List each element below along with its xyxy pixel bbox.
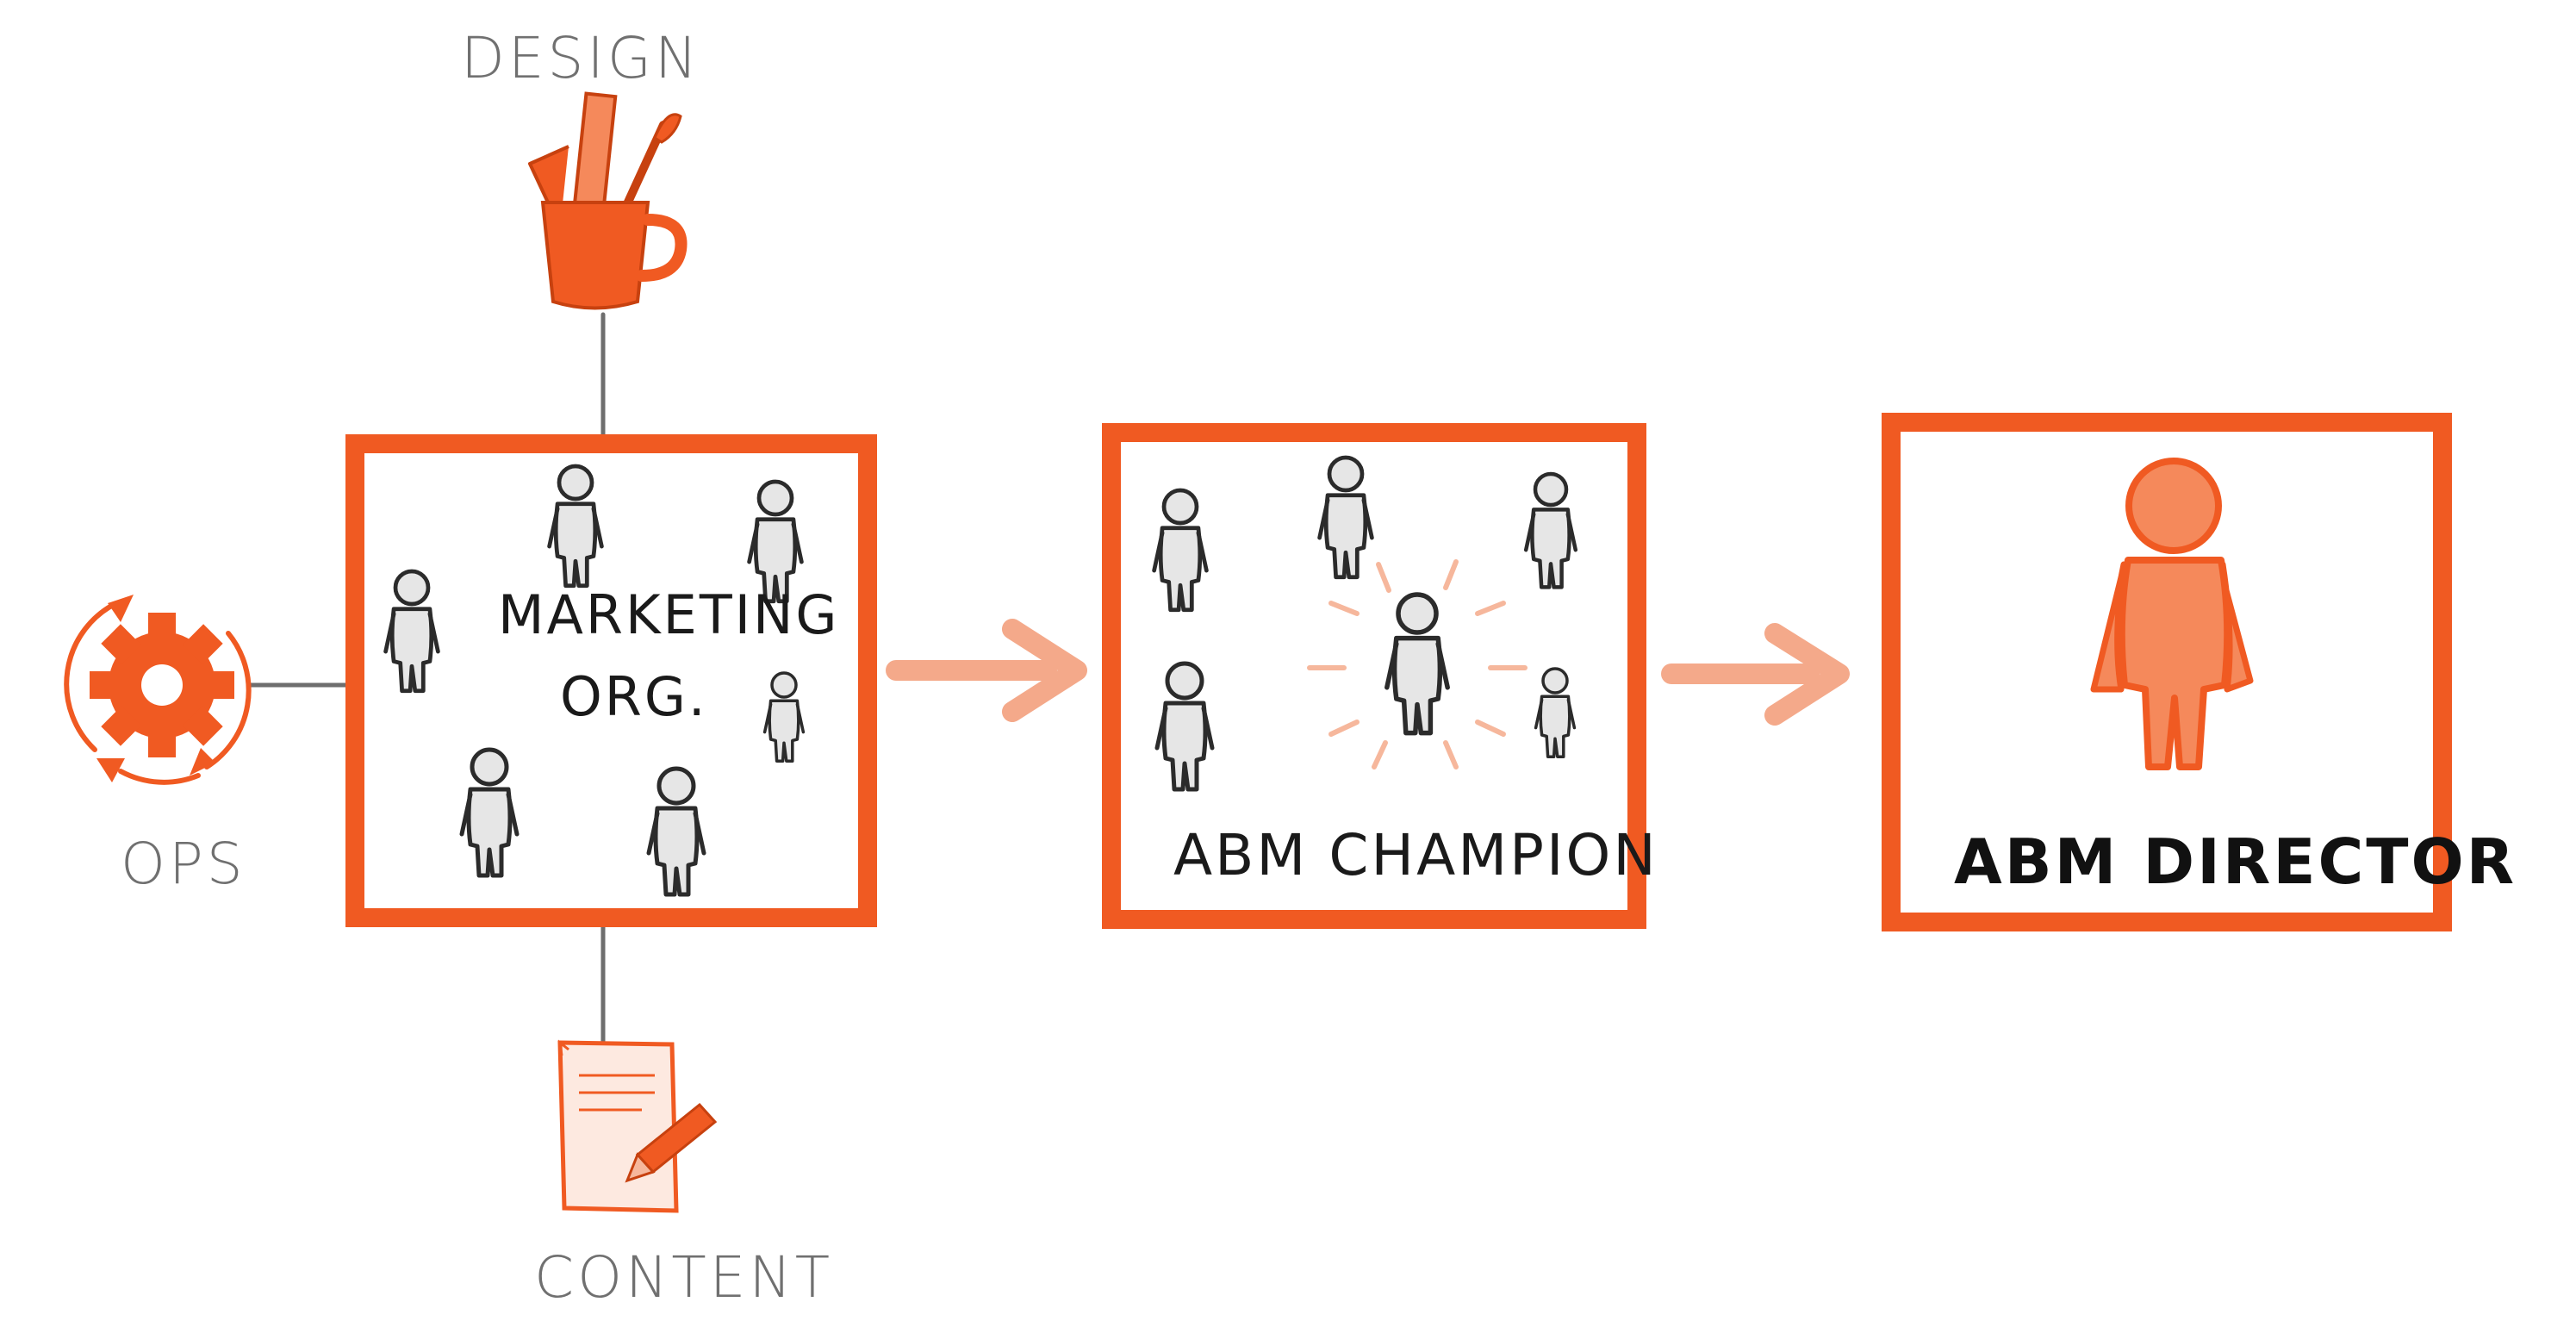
design-satellite: DESIGN: [461, 25, 700, 310]
gear-cycle-icon: [64, 595, 252, 785]
connector-lines: [247, 312, 606, 1045]
pencil-cup-icon: [528, 91, 688, 310]
marketing-org-label-line2: ORG.: [560, 665, 708, 728]
ops-satellite: OPS: [64, 595, 252, 897]
stage-abm-champion: ABM CHAMPION: [1102, 423, 1658, 929]
stage-marketing-org: MARKETING ORG.: [345, 434, 877, 927]
abm-champion-label: ABM CHAMPION: [1173, 822, 1658, 888]
abm-director-label: ABM DIRECTOR: [1954, 825, 2517, 898]
stage-abm-director: ABM DIRECTOR: [1882, 413, 2517, 931]
flow-arrow-1: [886, 619, 1087, 722]
director-figure: [2090, 458, 2254, 770]
design-label: DESIGN: [461, 25, 700, 91]
content-satellite: CONTENT: [534, 1039, 833, 1311]
highlighted-champion: [1307, 559, 1528, 769]
flow-arrow-2: [1661, 623, 1850, 726]
content-label: CONTENT: [534, 1244, 833, 1311]
ops-label: OPS: [121, 831, 246, 897]
document-pencil-icon: [557, 1039, 718, 1213]
marketing-org-label-line1: MARKETING: [498, 583, 839, 646]
